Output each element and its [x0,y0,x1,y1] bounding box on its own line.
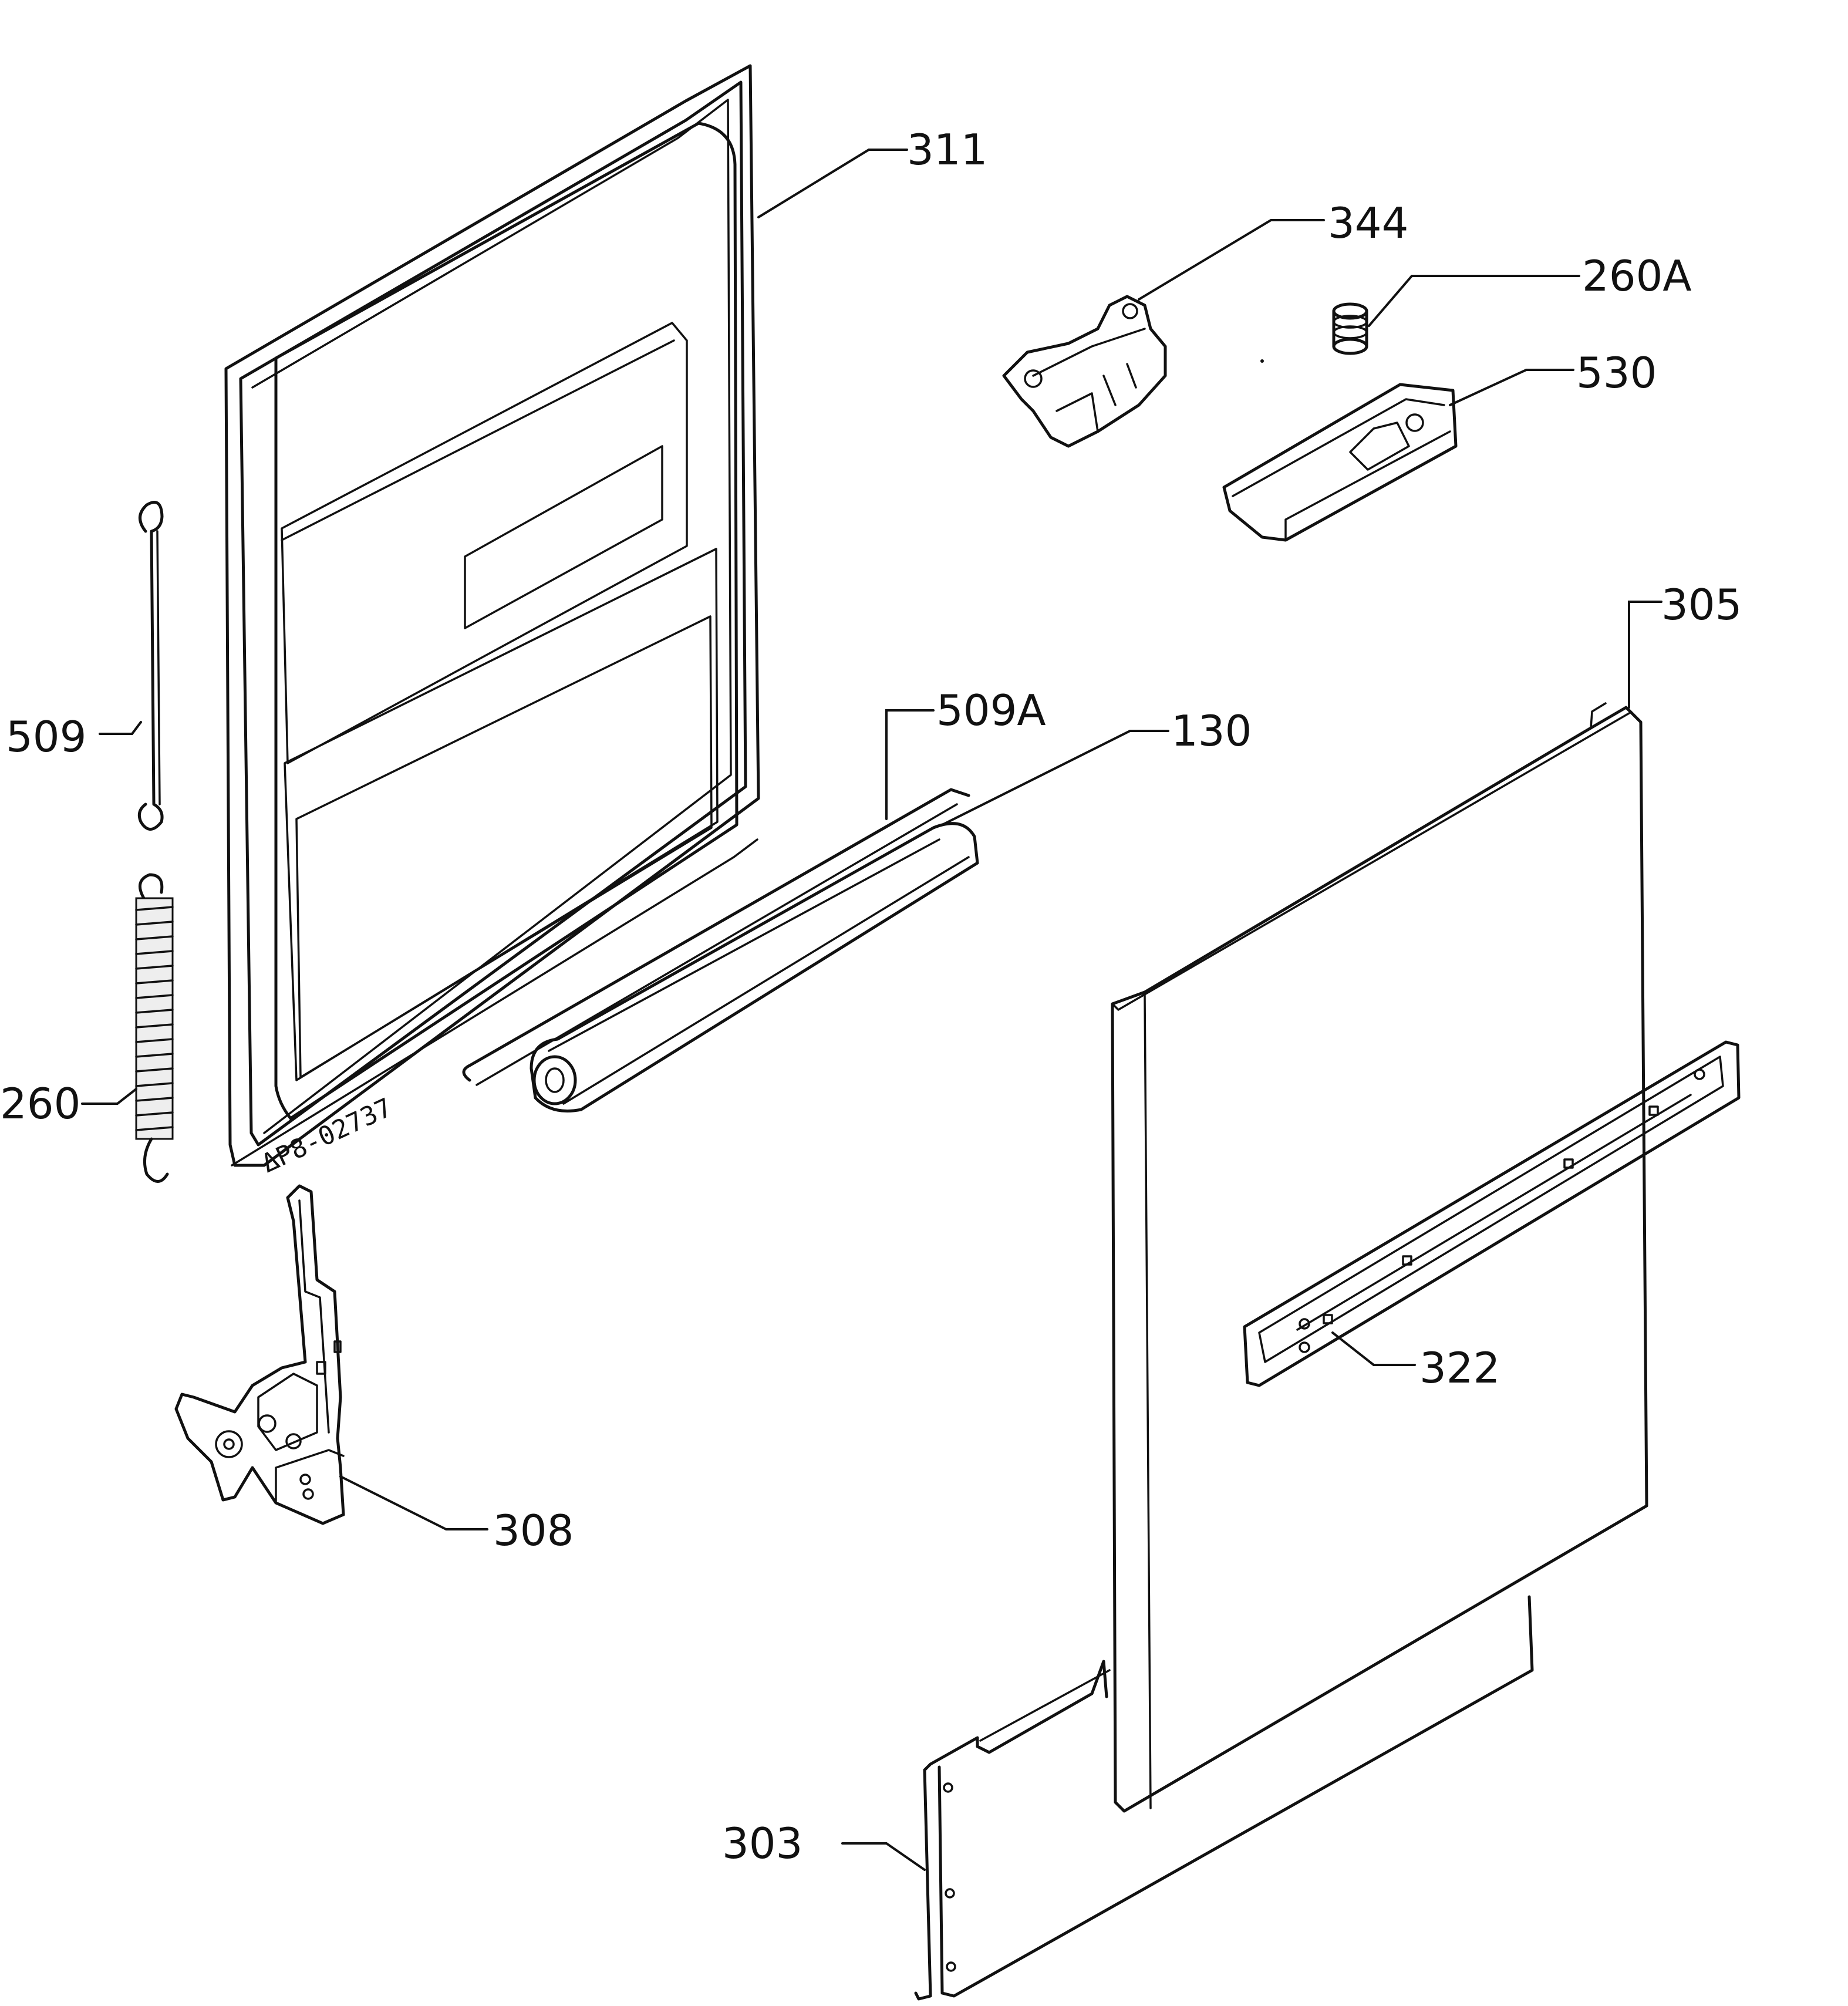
callout-305: 305 [1661,580,1742,629]
spring-rod-509 [137,501,164,831]
leader-260A [1368,275,1580,327]
callout-530: 530 [1576,348,1657,397]
callout-322: 322 [1419,1343,1500,1393]
outer-door-panel-305 [1111,702,1648,1813]
callout-308: 308 [493,1506,574,1555]
callout-130: 130 [1171,706,1252,756]
callout-344: 344 [1328,198,1408,248]
inner-door-panel-311 [224,64,760,1167]
leader-130 [941,730,1169,826]
latch-handle-530 [1222,383,1458,542]
callout-509A: 509A [936,686,1046,735]
leader-311 [757,149,908,218]
callout-509: 509 [6,712,86,761]
leader-260 [81,1088,137,1105]
door-rail-322 [1243,1040,1741,1387]
kick-plate-303 [914,1595,1534,2001]
gasket-strip-130 [530,822,979,1112]
callout-303: 303 [722,1819,802,1868]
leader-308 [339,1475,488,1530]
door-hinge-308 [174,1184,345,1525]
leader-509A [885,709,935,820]
stray-dot [1260,359,1264,363]
callout-311: 311 [907,125,987,174]
leader-303 [841,1842,926,1871]
latch-part-344 [1002,295,1167,448]
leader-530 [1449,369,1574,406]
leader-305 [1628,601,1662,709]
callout-260: 260 [0,1079,80,1128]
leader-344 [1138,219,1325,301]
coil-spring-260 [135,873,174,1183]
stamp-ap8-02737: ΔP8-02737 [257,1093,397,1179]
buffer-part-260A [1332,302,1368,355]
leader-509 [99,721,142,735]
leader-322 [1331,1331,1416,1366]
callout-260A: 260A [1582,251,1692,301]
